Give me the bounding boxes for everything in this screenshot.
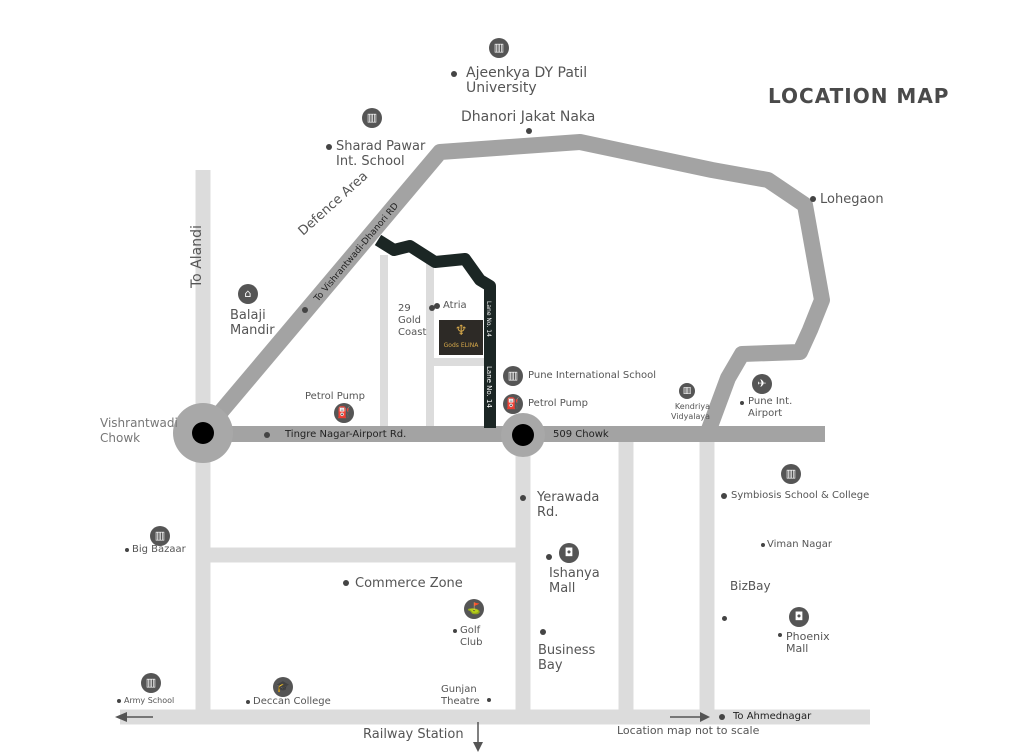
label-to-ahmednagar: To Ahmednagar — [733, 711, 812, 722]
label-symbiosis: Symbiosis School & College — [731, 490, 870, 501]
marker — [520, 495, 526, 501]
marker — [740, 401, 744, 405]
marker — [264, 432, 270, 438]
marker — [526, 128, 532, 134]
marker — [487, 698, 491, 702]
marker — [326, 144, 332, 150]
project-logo: ♆Gods ELINA — [439, 320, 483, 355]
marker — [761, 543, 765, 547]
label-airport: Pune Int. Airport — [748, 396, 793, 419]
fuel-pump-icon: ⛽ — [334, 403, 354, 423]
scale-note: Location map not to scale — [617, 724, 760, 737]
arrow-right-icon — [700, 712, 710, 722]
book-icon: ▥ — [362, 108, 382, 128]
marker — [546, 554, 552, 560]
label-balaji: Balaji Mandir — [230, 308, 275, 338]
book-icon: ▥ — [503, 366, 523, 386]
label-pune-intl-school: Pune International School — [528, 370, 657, 381]
label-gunjan: Gunjan Theatre — [441, 684, 480, 707]
road-loop — [196, 134, 830, 439]
marker — [719, 714, 725, 720]
label-deccan: Deccan College — [253, 696, 331, 707]
marker — [429, 305, 435, 311]
marker — [434, 303, 440, 309]
marker — [722, 616, 727, 621]
marker — [343, 580, 349, 586]
label-defence: Defence Area — [296, 169, 371, 239]
arrow-left-icon — [115, 712, 127, 722]
label-big-bazaar: Big Bazaar — [132, 544, 186, 555]
temple-icon: ⌂ — [238, 284, 258, 304]
label-tingre-nagar: Tingre Nagar-Airport Rd. — [285, 429, 407, 440]
label-yerawada: Yerawada Rd. — [537, 490, 600, 520]
label-vishrantwadi: Vishrantwadi Chowk — [100, 416, 178, 445]
graduation-cap-icon: 🎓 — [273, 677, 293, 697]
marker — [117, 699, 121, 703]
golfer-icon: ⛳ — [464, 599, 484, 619]
marker — [451, 71, 457, 77]
lane-no-14 — [374, 234, 496, 428]
page-title: LOCATION MAP — [768, 84, 950, 108]
label-viman-nagar: Viman Nagar — [767, 539, 832, 550]
shopping-bag-icon: ◘ — [789, 607, 809, 627]
label-atria: Atria — [443, 300, 467, 311]
book-icon: ▥ — [489, 38, 509, 58]
book-icon: ▥ — [781, 464, 801, 484]
label-ajeenkya: Ajeenkya DY Patil University — [466, 65, 588, 96]
airplane-icon: ✈ — [752, 374, 772, 394]
label-golf-club: Golf Club — [460, 625, 483, 648]
label-gold-coast: 29 Gold Coast — [398, 303, 427, 338]
label-509-chowk: 509 Chowk — [553, 429, 609, 440]
label-sharad-pawar: Sharad Pawar Int. School — [336, 139, 426, 169]
book-icon: ▥ — [141, 673, 161, 693]
marker — [246, 700, 250, 704]
label-to-alandi: To Alandi — [189, 225, 205, 289]
marker — [302, 307, 308, 313]
label-commerce-zone: Commerce Zone — [355, 576, 463, 591]
shopping-bag-icon: ◘ — [559, 543, 579, 563]
label-bizbay: BizBay — [730, 579, 771, 593]
label-dhanori: Dhanori Jakat Naka — [461, 109, 596, 125]
marker — [778, 633, 782, 637]
marker — [721, 493, 727, 499]
label-kendriya: Kendriya Vidyalaya — [671, 402, 710, 421]
book-icon: ▥ — [679, 383, 695, 399]
junction-dot — [512, 424, 534, 446]
fuel-pump-icon: ⛽ — [503, 394, 523, 414]
label-petrol-pump-left: Petrol Pump — [305, 391, 365, 402]
label-railway-station: Railway Station — [363, 727, 464, 742]
label-lane-14b: Lane No. 14 — [485, 366, 493, 408]
label-ishanya: Ishanya Mall — [549, 566, 600, 596]
marker — [453, 629, 457, 633]
label-lane-14a: Lane No. 14 — [485, 301, 492, 337]
marker — [810, 196, 816, 202]
label-petrol-pump-right: Petrol Pump — [528, 398, 588, 409]
junction-dot — [192, 422, 214, 444]
label-army-school: Army School — [124, 696, 175, 705]
marker — [125, 548, 129, 552]
label-lohegaon: Lohegaon — [820, 192, 884, 207]
book-icon: ▥ — [150, 526, 170, 546]
marker — [540, 629, 546, 635]
arrow-down-icon — [473, 742, 483, 752]
label-business-bay: Business Bay — [538, 643, 596, 673]
label-phoenix: Phoenix Mall — [786, 630, 830, 655]
